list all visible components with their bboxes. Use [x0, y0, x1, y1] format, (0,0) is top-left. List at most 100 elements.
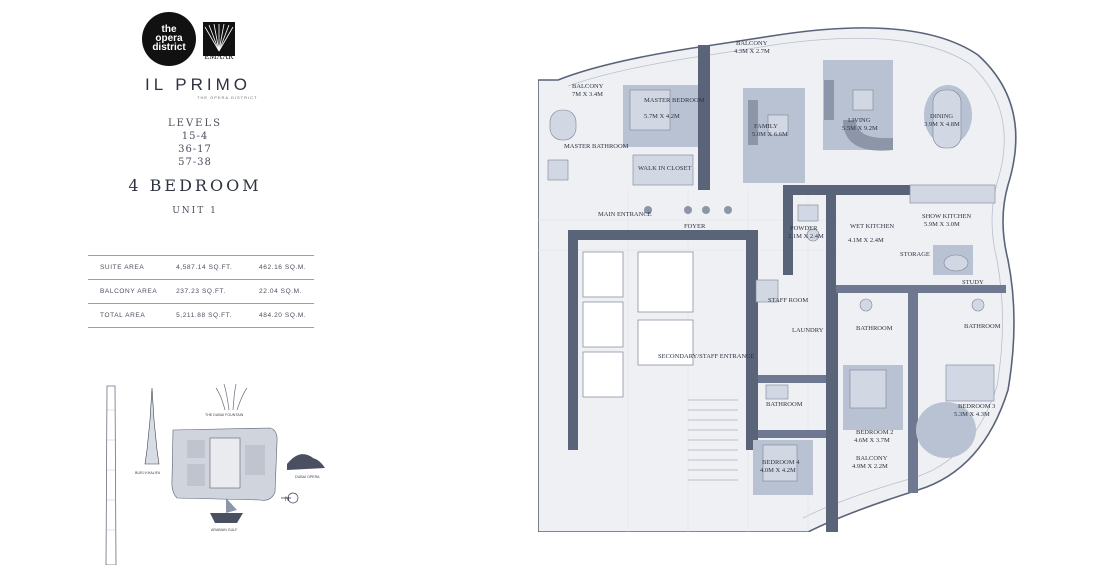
- floor-plan: BALCONY 7M X 3.4M MASTER BEDROOM 5.7M X …: [538, 27, 1017, 532]
- elevator-shafts: [582, 251, 694, 398]
- room-label: SECONDARY/STAFF ENTRANCE: [658, 353, 754, 360]
- level-range: 36-17: [178, 144, 212, 155]
- room-label: LIVING: [848, 117, 871, 124]
- emaar-label: EMAAR: [204, 52, 234, 61]
- room-label: MASTER BEDROOM: [644, 97, 705, 104]
- area-label: TOTAL AREA: [88, 303, 177, 328]
- area-sqft: 5,211.88 SQ.FT.: [176, 303, 260, 328]
- wall: [783, 185, 793, 275]
- room-label: BALCONY: [856, 455, 888, 462]
- area-sqft: 4,587.14 SQ.FT.: [176, 255, 260, 280]
- coffee-table-icon: [767, 114, 789, 136]
- room-label: WET KITCHEN: [850, 223, 894, 230]
- tower-elevation-icon: [105, 385, 117, 565]
- unit-type: 4 BEDROOM: [128, 176, 262, 195]
- wall: [746, 230, 758, 450]
- bed-icon: [945, 364, 995, 402]
- tower-floor-lines: [107, 409, 116, 531]
- study-desk-icon: [943, 254, 969, 272]
- room-dims: 5.7M X 4.2M: [644, 113, 680, 120]
- toilet-icon: [971, 298, 985, 312]
- room-dims: 5.9M X 3.0M: [924, 221, 960, 228]
- room-label: STUDY: [962, 279, 984, 286]
- wall: [568, 230, 578, 450]
- light-fixture-icon: [724, 206, 732, 214]
- shower-icon: [755, 279, 779, 303]
- room-label: BATHROOM: [856, 325, 893, 332]
- room-dims: 2.1M X 2.4M: [788, 233, 824, 240]
- toilet-icon: [806, 228, 820, 242]
- rug: [916, 402, 976, 458]
- room-label: FAMILY: [754, 123, 778, 130]
- table-row: TOTAL AREA 5,211.88 SQ.FT. 484.20 SQ.M.: [88, 303, 314, 328]
- room-dims: 5.5M X 9.2M: [842, 125, 878, 132]
- room-dims: 4.9M X 2.2M: [852, 463, 888, 470]
- sofa-icon: [843, 120, 893, 151]
- area-sqm: 22.04 SQ.M.: [259, 279, 314, 304]
- vanity-icon: [797, 204, 819, 222]
- room-dims: 5.3M X 4.3M: [954, 411, 990, 418]
- vanity-icon: [547, 159, 569, 181]
- coffee-table-icon: [852, 89, 874, 111]
- logo-line: the: [161, 24, 177, 35]
- stair-treads: [688, 399, 738, 481]
- room-dims: 4.0M X 4.2M: [760, 467, 796, 474]
- wall: [908, 293, 918, 493]
- dhow-icon: [210, 513, 243, 523]
- bed-icon: [849, 369, 887, 409]
- bed-icon: [762, 444, 798, 482]
- room-label: BEDROOM 3: [958, 403, 995, 410]
- room-dims: 7M X 3.4M: [572, 91, 603, 98]
- gulf-label: ARABIAN GULF: [211, 528, 238, 532]
- unit-number: UNIT 1: [172, 206, 218, 216]
- sofa-icon: [748, 100, 758, 145]
- wall: [826, 285, 838, 532]
- brand-tagline: THE OPERA DISTRICT: [197, 95, 258, 100]
- room-label: STORAGE: [900, 251, 930, 258]
- toilet-icon: [859, 298, 873, 312]
- bathroom-fixtures: [547, 159, 985, 400]
- table-row: BALCONY AREA 237.23 SQ.FT. 22.04 SQ.M.: [88, 279, 314, 304]
- room-label: BATHROOM: [766, 401, 803, 408]
- sofa-icon: [824, 80, 834, 120]
- area-sqft: 237.23 SQ.FT.: [176, 279, 260, 304]
- level-range: 57-38: [178, 157, 212, 168]
- area-label: BALCONY AREA: [88, 279, 177, 304]
- wall: [836, 285, 1006, 293]
- fountain-icon: [215, 383, 248, 411]
- area-sqm: 484.20 SQ.M.: [259, 303, 314, 328]
- room-label: MAIN ENTRANCE: [598, 211, 652, 218]
- site-tower-footprint: [209, 437, 241, 489]
- dubai-opera-icon: [287, 454, 325, 470]
- room-label: BALCONY: [572, 83, 604, 90]
- kitchen-island-icon: [909, 184, 996, 204]
- light-fixture-icon: [684, 206, 692, 214]
- level-range: 15-4: [181, 131, 209, 142]
- area-label: SUITE AREA: [88, 255, 177, 280]
- room-label: BALCONY: [736, 40, 768, 47]
- location-map: N THE DUBAI FOUNTAIN BURJ KHALIFA DUBAI …: [105, 383, 325, 565]
- wall: [758, 430, 826, 438]
- light-fixture-icon: [702, 206, 710, 214]
- room-dims: 4.6M X 3.7M: [854, 437, 890, 444]
- levels-heading: LEVELS: [168, 118, 222, 129]
- room-label: SHOW KITCHEN: [922, 213, 971, 220]
- dining-table-icon: [932, 89, 962, 149]
- room-label: STAFF ROOM: [768, 297, 808, 304]
- logo-line: opera: [155, 33, 183, 44]
- room-dims: 5.0M X 6.6M: [752, 131, 788, 138]
- room-dims: 4.1M X 2.4M: [848, 237, 884, 244]
- room-dims: 4.3M X 2.7M: [734, 48, 770, 55]
- dhow-sail: [226, 498, 237, 513]
- wall: [758, 375, 826, 383]
- vanity-icon: [765, 384, 789, 400]
- opera-district-logo: the opera district: [142, 12, 196, 66]
- area-table: SUITE AREA 4,587.14 SQ.FT. 462.16 SQ.M. …: [88, 255, 314, 328]
- wall: [783, 185, 983, 195]
- room-label: BATHROOM: [964, 323, 1001, 330]
- burj-khalifa-icon: [144, 387, 160, 465]
- site-block: [187, 440, 205, 458]
- table-row: SUITE AREA 4,587.14 SQ.FT. 462.16 SQ.M.: [88, 255, 314, 280]
- bathtub-icon: [549, 109, 577, 141]
- site-block: [187, 464, 205, 486]
